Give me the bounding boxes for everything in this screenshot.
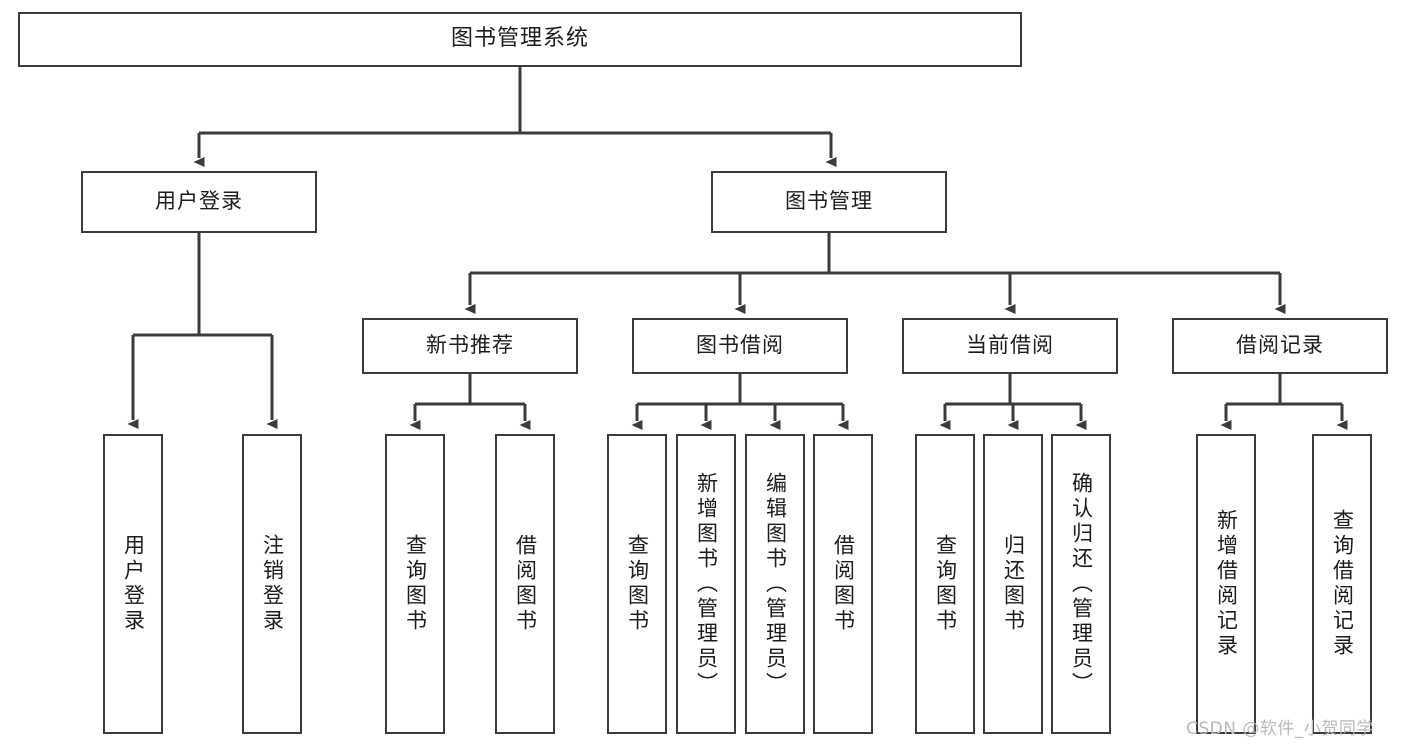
node-new-book-recommend[interactable]: 新书推荐: [362, 318, 578, 374]
node-label: 图书管理: [785, 189, 873, 214]
leaf-borrow-record-add[interactable]: 新增借阅记录: [1196, 434, 1256, 734]
node-label: 借阅图书: [513, 534, 538, 634]
leaf-book-borrow-query[interactable]: 查询图书: [607, 434, 667, 734]
node-borrow-record[interactable]: 借阅记录: [1172, 318, 1388, 374]
node-label: 查询图书: [403, 534, 428, 634]
node-label: 查询图书: [933, 534, 958, 634]
leaf-user-login-logout[interactable]: 注销登录: [242, 434, 302, 734]
node-label: 新书推荐: [426, 333, 514, 358]
node-label: 用户登录: [155, 189, 243, 214]
node-label: 查询借阅记录: [1330, 509, 1355, 659]
leaf-new-book-query[interactable]: 查询图书: [385, 434, 445, 734]
node-label: 注销登录: [260, 534, 285, 634]
node-book-borrow[interactable]: 图书借阅: [632, 318, 848, 374]
node-label: 新增图书（管理员）: [694, 471, 719, 697]
leaf-user-login-login[interactable]: 用户登录: [103, 434, 163, 734]
node-label: 借阅图书: [831, 534, 856, 634]
leaf-new-book-borrow[interactable]: 借阅图书: [495, 434, 555, 734]
leaf-book-borrow-add[interactable]: 新增图书（管理员）: [676, 434, 736, 734]
leaf-book-borrow-borrow[interactable]: 借阅图书: [813, 434, 873, 734]
node-label: 图书管理系统: [450, 26, 589, 52]
node-label: 用户登录: [121, 534, 146, 634]
leaf-book-borrow-edit[interactable]: 编辑图书（管理员）: [745, 434, 805, 734]
node-label: 归还图书: [1001, 534, 1026, 634]
node-label: 查询图书: [625, 534, 650, 634]
node-user-login[interactable]: 用户登录: [81, 171, 317, 233]
leaf-current-borrow-return[interactable]: 归还图书: [983, 434, 1043, 734]
node-label: 编辑图书（管理员）: [763, 471, 788, 697]
watermark: CSDN @软件_小贺同学: [1186, 719, 1374, 739]
node-current-borrow[interactable]: 当前借阅: [902, 318, 1118, 374]
node-label: 当前借阅: [966, 333, 1054, 358]
leaf-current-borrow-confirm[interactable]: 确认归还（管理员）: [1051, 434, 1111, 734]
node-label: 借阅记录: [1236, 333, 1324, 358]
leaf-borrow-record-query[interactable]: 查询借阅记录: [1312, 434, 1372, 734]
leaf-current-borrow-query[interactable]: 查询图书: [915, 434, 975, 734]
node-book-management[interactable]: 图书管理: [711, 171, 947, 233]
node-label: 确认归还（管理员）: [1069, 471, 1094, 697]
node-label: 新增借阅记录: [1214, 509, 1239, 659]
node-root-system[interactable]: 图书管理系统: [18, 12, 1022, 67]
node-label: 图书借阅: [696, 333, 784, 358]
